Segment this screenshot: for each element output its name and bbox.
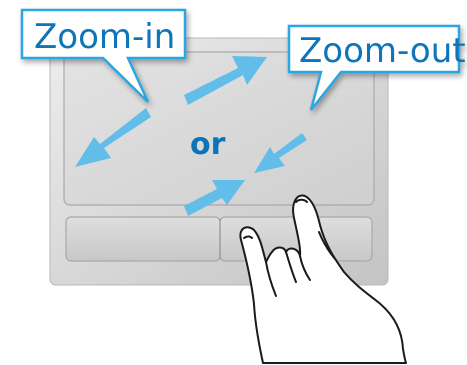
or-label: or [190,127,226,162]
zoom-out-label: Zoom-out [299,31,466,71]
zoom-in-label: Zoom-in [34,17,175,57]
touchpad-left-button [66,217,220,261]
